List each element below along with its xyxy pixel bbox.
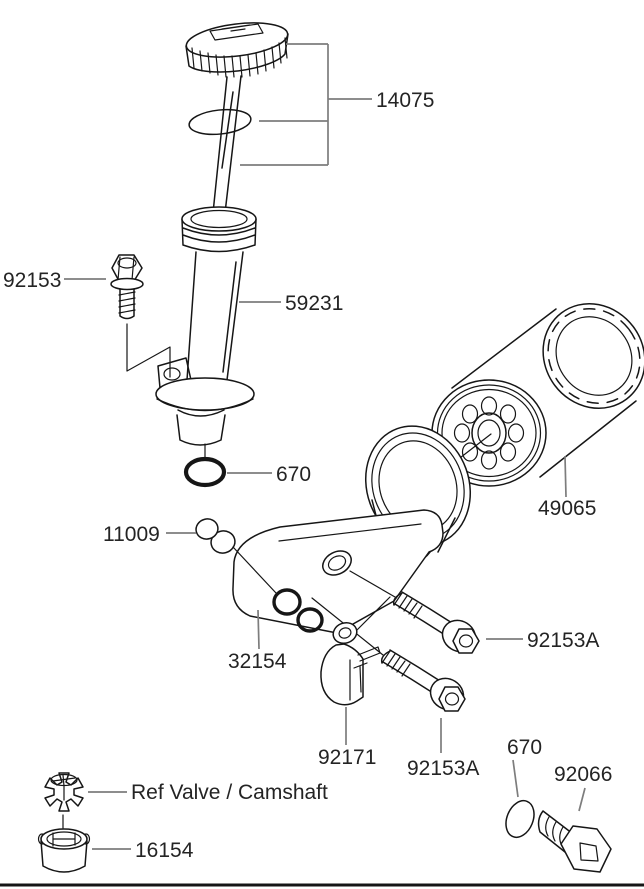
oil-filter-drawing [431,303,644,487]
ref-valve-gear-drawing [44,772,84,829]
label-92066: 92066 [554,763,612,786]
label-16154: 16154 [135,839,194,862]
label-670-tube: 670 [276,463,311,486]
label-11009: 11009 [103,523,160,546]
label-14075: 14075 [376,89,434,112]
label-59231: 59231 [285,292,343,315]
tube-oring-drawing [183,443,227,488]
label-32154: 32154 [228,650,287,673]
filter-plate-holes [453,396,525,470]
grommets-drawing [195,518,236,554]
label-92153a-upper: 92153A [527,629,599,652]
label-49065: 49065 [538,497,596,520]
rotor-cup-drawing [37,828,91,873]
plug-drawing [537,810,612,873]
label-92153a-lower: 92153A [407,757,479,780]
cap-label-bracket [240,43,372,166]
oil-filler-cap-drawing [185,22,289,214]
label-ref-valve-camshaft: Ref Valve / Camshaft [131,781,328,804]
bracket-bolt-lower-drawing [380,649,466,712]
filter-bracket-drawing [232,509,444,656]
label-92153: 92153 [3,269,61,292]
bracket-bolt-upper-drawing [392,591,480,654]
dipstick-tube-drawing [155,206,257,446]
label-670-plug: 670 [507,736,542,759]
label-92171: 92171 [318,746,376,769]
flange-bolt-drawing [110,254,171,378]
clamp-drawing [320,621,381,706]
plug-oring-drawing [505,799,535,839]
